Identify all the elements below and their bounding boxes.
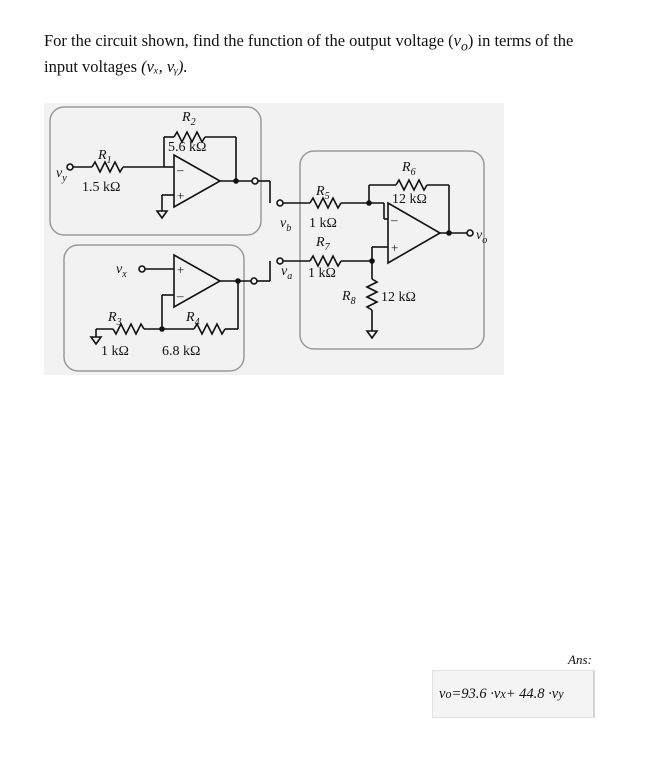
opamp2-plus: + [177,262,184,277]
opamp-2 [173,253,222,309]
answer-label: Ans: [568,652,592,667]
problem-text-1: For the circuit shown, find the function… [44,31,454,50]
problem-statement: For the circuit shown, find the function… [44,31,574,77]
vb-terminal [251,177,259,185]
opamp2-minus: – [176,288,184,303]
opamp-3 [387,201,442,265]
stage-box-vx [63,244,245,372]
vx-label: vx [116,262,127,280]
r4-resistor [193,322,226,336]
r2-label: R2 [181,110,196,128]
r3-resistor [112,322,145,336]
va-terminal [250,277,258,285]
r7-value: 1 kΩ [308,266,336,281]
stage-box-vy [49,106,262,236]
stage-box-diff [299,150,485,350]
opamp3-plus: + [391,240,398,255]
vy-terminal [66,163,74,171]
va-label: va [281,264,292,282]
problem-text-2: input voltages [44,57,142,77]
r5-value: 1 kΩ [309,216,337,231]
vx-terminal [138,265,146,273]
r8-value: 12 kΩ [381,290,416,305]
r8-label: R8 [341,289,356,307]
opamp3-minus: – [390,212,398,227]
r1-label: R1 [97,148,112,166]
vb-input-terminal [276,199,284,207]
r6-label: R6 [401,160,416,178]
r2-resistor [173,130,206,144]
r8-resistor [365,278,379,311]
r1-resistor [91,160,124,174]
opamp1-plus: + [177,188,184,203]
vo-symbol: v [453,31,461,50]
r3-label: R3 [107,310,122,328]
input-voltages: (vₓ, vᵧ). [141,57,188,77]
r5-resistor [309,196,342,210]
r5-label: R5 [315,184,330,202]
opamp1-minus: – [176,162,184,177]
r4-value: 6.8 kΩ [162,344,200,359]
r1-value: 1.5 kΩ [82,180,120,195]
vo-terminal [466,229,474,237]
ground-3 [365,330,379,340]
r3-value: 1 kΩ [101,344,129,359]
r2-value: 5.6 kΩ [168,140,206,155]
vy-label: vy [56,166,67,184]
ground-2 [89,336,103,346]
r6-value: 12 kΩ [392,192,427,207]
vb-label: vb [280,216,291,234]
r7-resistor [309,254,342,268]
vo-label: vo [476,228,487,246]
r7-label: R7 [315,235,331,253]
opamp-1 [173,153,222,209]
ground-1 [155,210,169,220]
r4-label: R4 [185,310,200,328]
circuit-diagram: – + + – – + R1 1.5 kΩ R2 5.6 kΩ vy vx R3… [44,103,504,375]
r6-resistor [395,178,428,192]
